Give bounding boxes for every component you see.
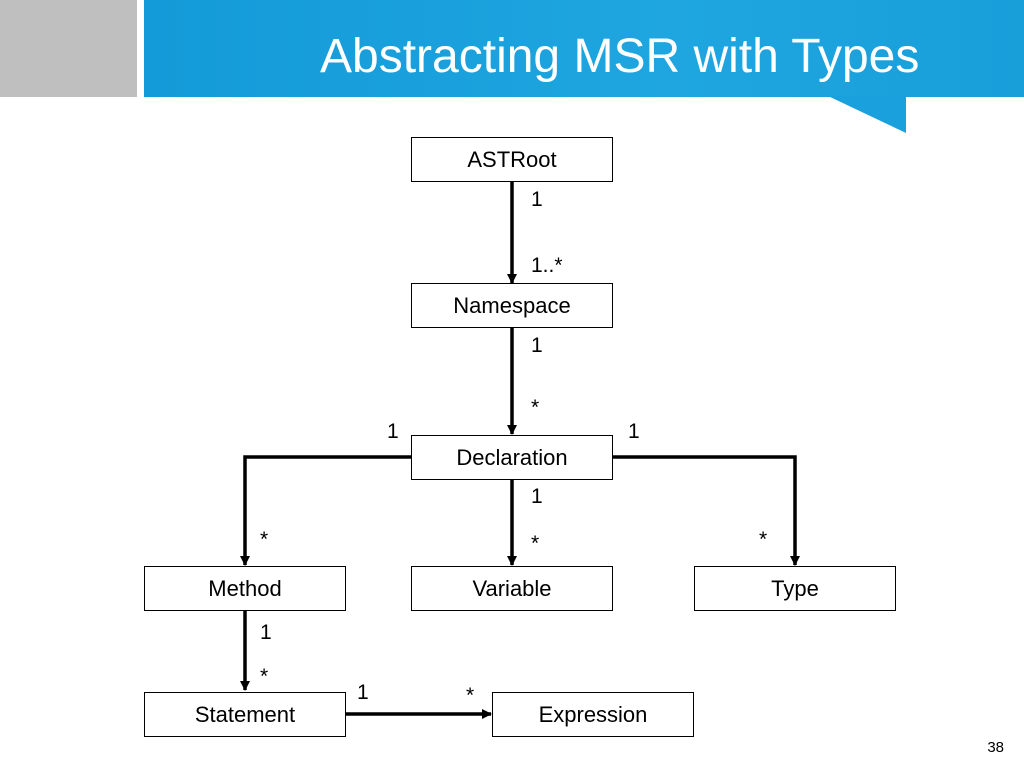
mult-expression-target: *	[466, 684, 475, 707]
node-astroot: ASTRoot	[411, 137, 613, 182]
header-side-tab	[0, 0, 137, 97]
mult-namespace-source: 1	[531, 334, 543, 357]
node-namespace: Namespace	[411, 283, 613, 328]
mult-type-target: *	[759, 528, 768, 551]
node-type: Type	[694, 566, 896, 611]
header-banner-notch	[828, 96, 906, 133]
node-statement: Statement	[144, 692, 346, 737]
node-declaration: Declaration	[411, 435, 613, 480]
mult-declaration-target: *	[531, 396, 540, 419]
mult-variable-target: *	[531, 532, 540, 555]
mult-statement-source: 1	[357, 681, 369, 704]
edge-declaration-method	[240, 455, 411, 566]
mult-namespace-target: 1..*	[531, 254, 563, 277]
edge-declaration-type	[613, 455, 800, 566]
mult-declaration-type-source: 1	[628, 420, 640, 443]
mult-method-source: 1	[260, 621, 272, 644]
node-expression: Expression	[492, 692, 694, 737]
mult-declaration-variable-source: 1	[531, 485, 543, 508]
header-banner	[144, 0, 1024, 97]
slide-title: Abstracting MSR with Types	[320, 30, 920, 83]
mult-declaration-method-source: 1	[387, 420, 399, 443]
node-variable: Variable	[411, 566, 613, 611]
node-method: Method	[144, 566, 346, 611]
mult-method-target: *	[260, 528, 269, 551]
mult-statement-target: *	[260, 665, 269, 688]
page-number: 38	[987, 739, 1004, 756]
mult-astroot-source: 1	[531, 188, 543, 211]
